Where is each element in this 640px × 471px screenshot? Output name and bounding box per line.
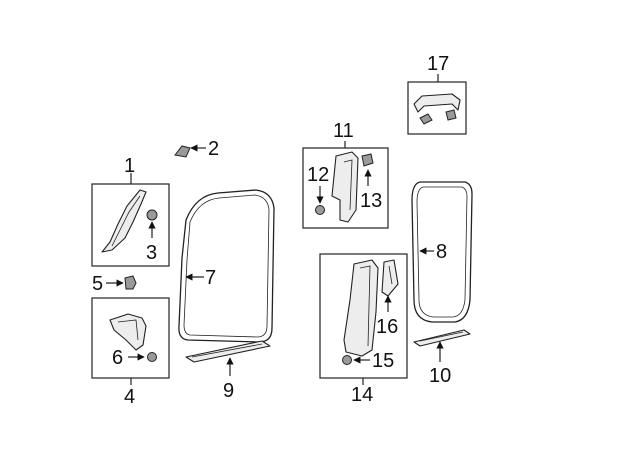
box-17 <box>407 81 467 135</box>
part-5-bolt: 5 <box>92 273 137 295</box>
part-2-clip: 2 <box>174 138 219 160</box>
callout-12: 12 <box>307 164 329 186</box>
center-pillar-lower-garnish <box>343 259 379 357</box>
part-7-front-weatherstrip: 7 <box>178 189 275 343</box>
bolt-12 <box>315 205 325 215</box>
part-9-front-scuff-plate: 9 <box>185 340 271 402</box>
part-8-rear-weatherstrip: 8 <box>411 181 473 323</box>
callout-4: 4 <box>124 386 135 408</box>
clip-3 <box>146 209 158 221</box>
box-11 <box>302 147 389 229</box>
center-pillar-upper-garnish <box>331 151 359 223</box>
clip-6 <box>147 352 157 362</box>
callout-1: 1 <box>124 155 135 177</box>
a-pillar-garnish <box>101 189 147 253</box>
callout-14: 14 <box>351 384 373 406</box>
callout-5: 5 <box>92 273 103 295</box>
callout-3: 3 <box>146 242 157 264</box>
group-17-assist-grip: 17 <box>407 53 467 135</box>
cowl-side-trim <box>109 313 147 351</box>
callout-17: 17 <box>427 53 449 75</box>
assist-grip <box>413 93 461 113</box>
callout-2: 2 <box>208 138 219 160</box>
callout-7: 7 <box>205 267 216 289</box>
callout-13: 13 <box>360 190 382 212</box>
clip-15 <box>342 355 352 365</box>
callout-8: 8 <box>436 241 447 263</box>
group-11-center-pillar-upper: 11 12 13 <box>302 120 389 229</box>
callout-15: 15 <box>372 350 394 372</box>
group-14-center-pillar-lower: 14 16 15 <box>319 253 408 406</box>
callout-16: 16 <box>376 316 398 338</box>
seat-belt-anchor-cover <box>381 259 399 297</box>
group-1-a-pillar: 1 3 <box>91 155 170 267</box>
group-4-lower-garnish: 4 6 <box>91 297 170 408</box>
callout-9: 9 <box>223 380 234 402</box>
callout-6: 6 <box>112 347 123 369</box>
part-10-rear-scuff-plate: 10 <box>413 329 471 387</box>
callout-11: 11 <box>333 120 354 142</box>
callout-10: 10 <box>429 365 451 387</box>
